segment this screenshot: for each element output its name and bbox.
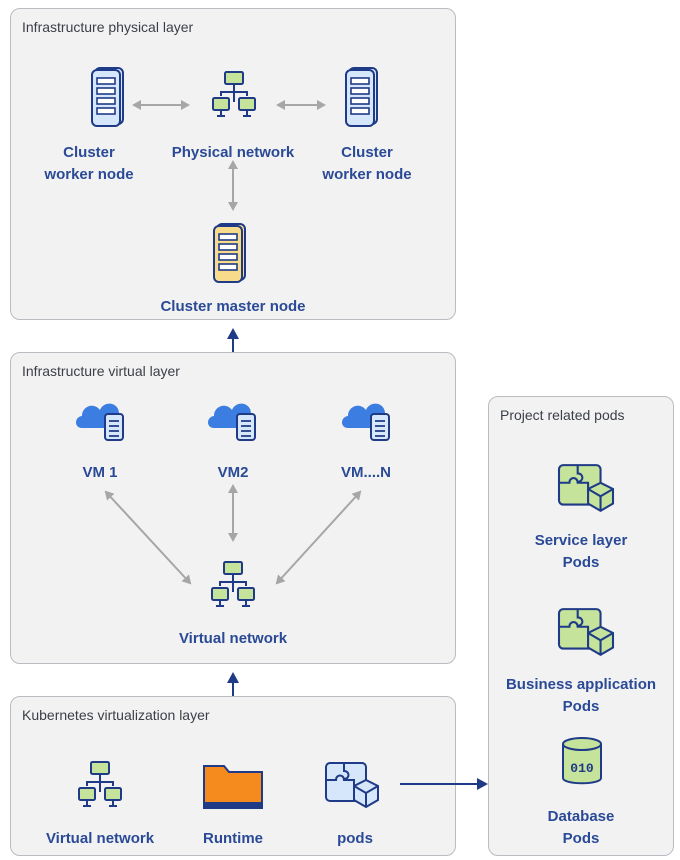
network-icon <box>212 71 256 117</box>
service-pods-label: Service layer Pods <box>535 530 628 574</box>
virtual-network-label: Virtual network <box>178 630 288 647</box>
k8s-virtual-network-label: Virtual network <box>45 830 155 847</box>
cloud-vm-icon <box>76 403 124 441</box>
project-pods-title: Project related pods <box>500 407 625 423</box>
database-icon-text: 010 <box>570 761 594 776</box>
server-icon <box>345 67 378 127</box>
virtual-layer-title: Infrastructure virtual layer <box>22 363 180 379</box>
worker-node-right-line2: worker node <box>322 166 412 183</box>
arrow-vmn-to-virtual-network <box>275 490 362 585</box>
business-pods-line2: Pods <box>562 698 600 715</box>
runtime-label: Runtime <box>203 830 263 847</box>
kubernetes-layer-title: Kubernetes virtualization layer <box>22 707 210 723</box>
database-icon: 010 <box>562 737 602 785</box>
vmn-label: VM....N <box>340 464 392 481</box>
cloud-vm-icon <box>342 403 390 441</box>
service-pods-line2: Pods <box>562 554 600 571</box>
vm1-label: VM 1 <box>82 464 118 481</box>
business-pods-line1: Business application <box>505 676 657 693</box>
worker-node-right-label: Cluster worker node <box>322 142 411 186</box>
server-icon <box>91 67 124 127</box>
business-pods-label: Business application Pods <box>506 674 656 718</box>
database-pods-line1: Database <box>547 808 615 825</box>
master-server-icon <box>213 223 246 283</box>
database-pods-label: Database Pods <box>548 806 615 850</box>
folder-icon <box>203 765 263 809</box>
physical-network-label: Physical network <box>171 144 295 161</box>
worker-node-right-line1: Cluster <box>341 144 393 161</box>
database-pods-line2: Pods <box>562 830 600 847</box>
pods-icon <box>325 762 379 809</box>
worker-node-left-label: Cluster worker node <box>44 142 133 186</box>
service-pods-icon <box>557 464 615 513</box>
virtual-layer-panel: Infrastructure virtual layer <box>10 352 456 664</box>
worker-node-left-line1: Cluster <box>63 144 115 161</box>
network-icon <box>211 561 255 607</box>
network-icon <box>78 761 122 807</box>
physical-layer-title: Infrastructure physical layer <box>22 19 194 35</box>
master-node-label: Cluster master node <box>160 298 306 315</box>
cloud-vm-icon <box>208 403 256 441</box>
arrow-vm1-to-virtual-network <box>104 490 192 585</box>
worker-node-left-line2: worker node <box>44 166 134 183</box>
pods-label: pods <box>337 830 373 847</box>
business-pods-icon <box>557 608 615 657</box>
vm2-label: VM2 <box>217 464 249 481</box>
service-pods-line1: Service layer <box>534 532 628 549</box>
